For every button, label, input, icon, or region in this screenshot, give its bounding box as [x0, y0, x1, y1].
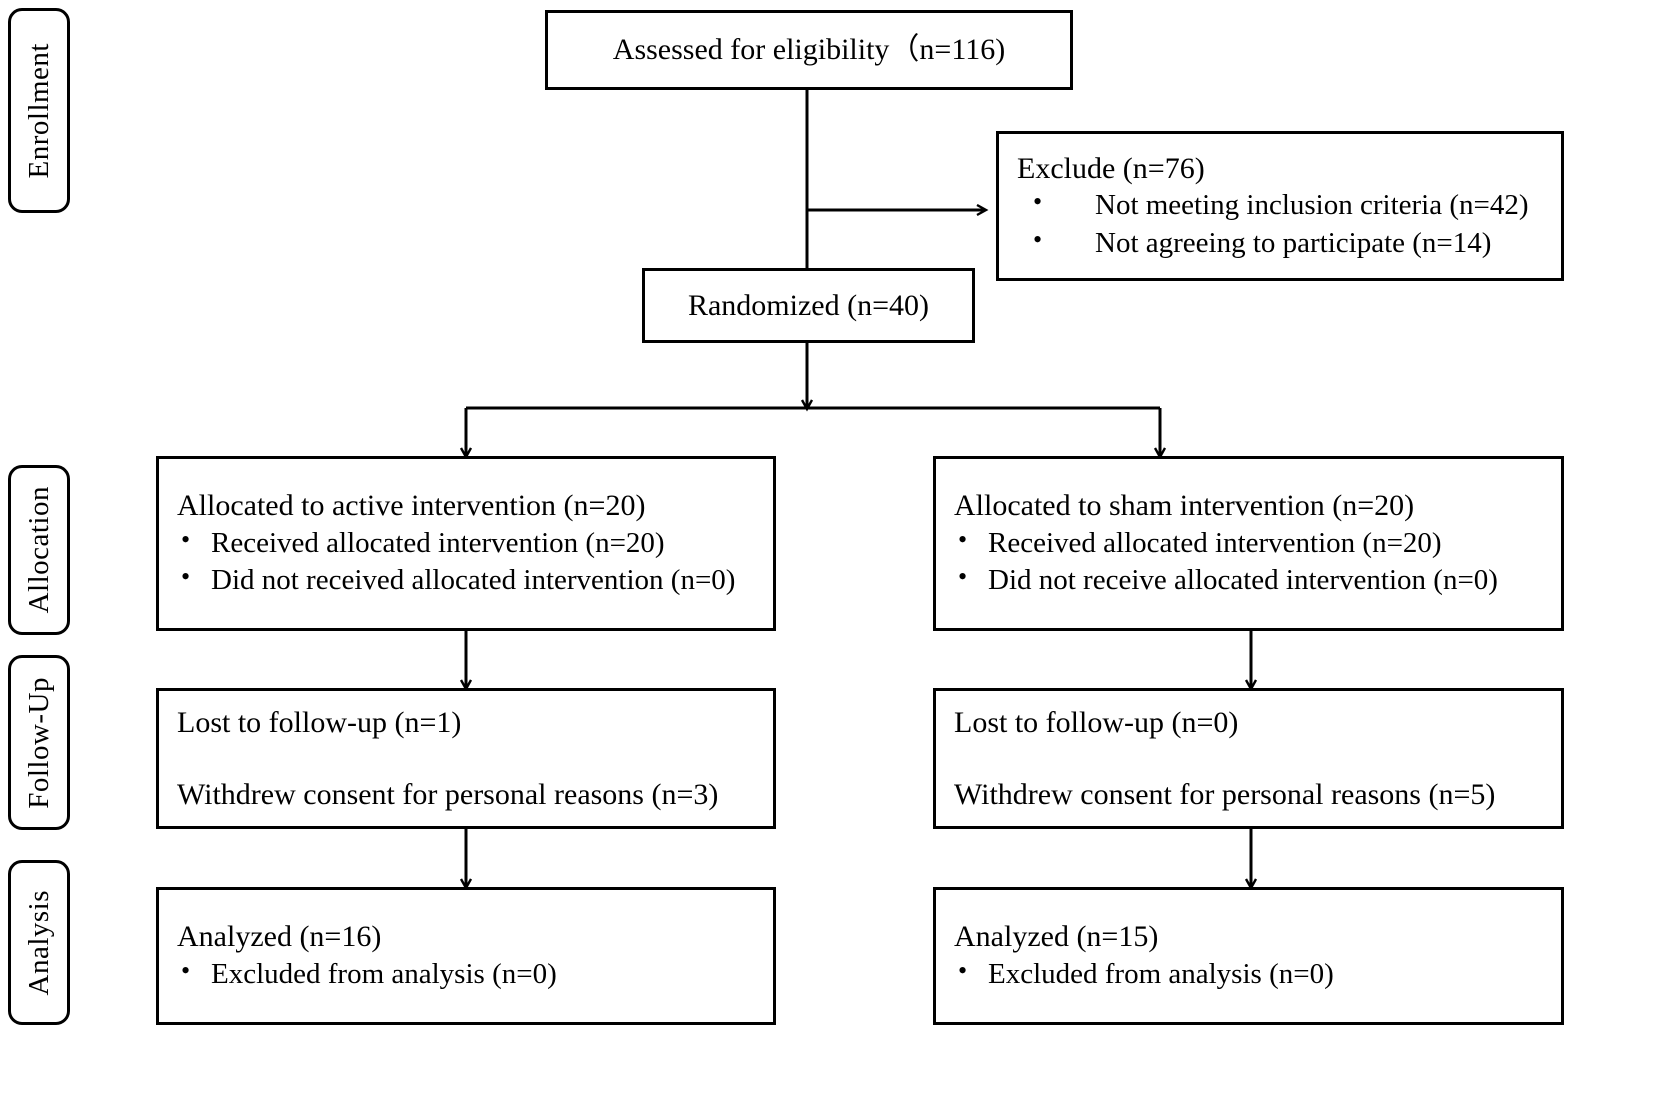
node-excluded: Exclude (n=76) Not meeting inclusion cri…	[996, 131, 1564, 281]
stage-label-enrollment: Enrollment	[8, 8, 70, 213]
node-allocation-sham-bullets: Received allocated intervention (n=20) D…	[954, 523, 1543, 600]
node-randomized: Randomized (n=40)	[642, 268, 975, 343]
stage-label-followup: Follow-Up	[8, 655, 70, 830]
node-assessed-for-eligibility: Assessed for eligibility（n=116)	[545, 10, 1073, 90]
node-followup-sham: Lost to follow-up (n=0) Withdrew consent…	[933, 688, 1564, 829]
node-analysis-sham-bullets: Excluded from analysis (n=0)	[954, 954, 1543, 994]
list-item: Excluded from analysis (n=0)	[177, 954, 755, 994]
node-followup-sham-lost: Lost to follow-up (n=0)	[954, 706, 1239, 739]
stage-label-allocation: Allocation	[8, 465, 70, 635]
node-analysis-active-title: Analyzed (n=16)	[177, 920, 382, 954]
node-followup-active: Lost to follow-up (n=1) Withdrew consent…	[156, 688, 776, 829]
node-followup-active-lost: Lost to follow-up (n=1)	[177, 706, 462, 739]
list-item: Received allocated intervention (n=20)	[177, 523, 755, 563]
node-followup-active-withdrew: Withdrew consent for personal reasons (n…	[177, 777, 719, 811]
node-analysis-sham-title: Analyzed (n=15)	[954, 920, 1159, 954]
list-item: Did not received allocated intervention …	[177, 560, 755, 600]
list-item: Received allocated intervention (n=20)	[954, 523, 1543, 563]
node-excluded-bullets: Not meeting inclusion criteria (n=42) No…	[1017, 185, 1543, 263]
node-allocation-active-title: Allocated to active intervention (n=20)	[177, 489, 646, 523]
list-item: Excluded from analysis (n=0)	[954, 954, 1543, 994]
stage-label-enrollment-text: Enrollment	[22, 42, 55, 179]
node-allocation-sham-title: Allocated to sham intervention (n=20)	[954, 489, 1415, 523]
stage-label-allocation-text: Allocation	[22, 486, 55, 614]
node-allocation-active-bullets: Received allocated intervention (n=20) D…	[177, 523, 755, 600]
node-followup-sham-withdrew: Withdrew consent for personal reasons (n…	[954, 777, 1496, 811]
node-randomized-title: Randomized (n=40)	[687, 288, 930, 322]
node-allocation-active: Allocated to active intervention (n=20) …	[156, 456, 776, 631]
node-assessed-title: Assessed for eligibility（n=116)	[612, 33, 1006, 67]
node-excluded-title: Exclude (n=76)	[1017, 151, 1205, 185]
stage-label-followup-text: Follow-Up	[22, 676, 55, 809]
node-analysis-sham: Analyzed (n=15) Excluded from analysis (…	[933, 887, 1564, 1025]
list-item: Not meeting inclusion criteria (n=42)	[1017, 185, 1543, 225]
node-analysis-active-bullets: Excluded from analysis (n=0)	[177, 954, 755, 994]
node-allocation-sham: Allocated to sham intervention (n=20) Re…	[933, 456, 1564, 631]
list-item: Not agreeing to participate (n=14)	[1017, 223, 1543, 263]
node-analysis-active: Analyzed (n=16) Excluded from analysis (…	[156, 887, 776, 1025]
stage-label-analysis: Analysis	[8, 860, 70, 1025]
list-item: Did not receive allocated intervention (…	[954, 560, 1543, 600]
stage-label-analysis-text: Analysis	[22, 889, 55, 996]
